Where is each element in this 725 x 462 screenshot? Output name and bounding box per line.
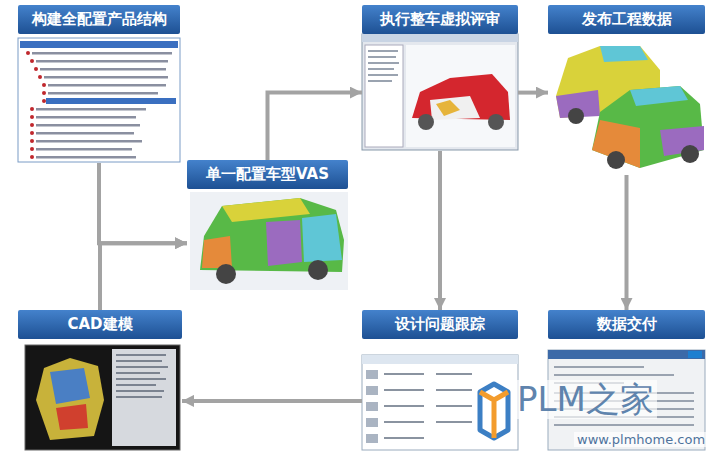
van-model [190, 192, 348, 290]
watermark-logo [480, 384, 508, 438]
process-box: 执行整车虚拟评审 [362, 5, 518, 151]
step-title: 设计问题跟踪 [362, 310, 518, 339]
step-title: 单一配置车型VAS [187, 160, 348, 189]
step-title: 构建全配置产品结构 [18, 5, 180, 34]
flow-arrow [99, 163, 187, 243]
process-box: CAD建模 [18, 310, 182, 452]
step-title: 数据交付 [548, 310, 705, 339]
process-box: 发布工程数据 [548, 5, 705, 175]
process-box: 单一配置车型VAS [187, 160, 348, 292]
issue-screenshot [362, 355, 518, 450]
watermark: www.plmhome.com [574, 432, 708, 447]
flow-arrow [625, 175, 629, 310]
flow-arrow [518, 91, 548, 95]
step-title: 执行整车虚拟评审 [362, 5, 518, 34]
review-screenshot [362, 34, 518, 150]
car-models [556, 46, 704, 169]
flow-arrow [100, 243, 187, 310]
flow-arrow [268, 93, 363, 160]
flow-arrow [438, 151, 442, 310]
cad-screenshot [25, 345, 180, 450]
flow-arrow [182, 399, 362, 403]
watermark: PLM之家 [514, 380, 657, 419]
tree-screenshot [18, 38, 180, 162]
step-title: 发布工程数据 [548, 5, 705, 34]
process-box: 设计问题跟踪 [362, 310, 518, 452]
process-box: 构建全配置产品结构 [18, 5, 180, 163]
step-title: CAD建模 [18, 310, 182, 339]
